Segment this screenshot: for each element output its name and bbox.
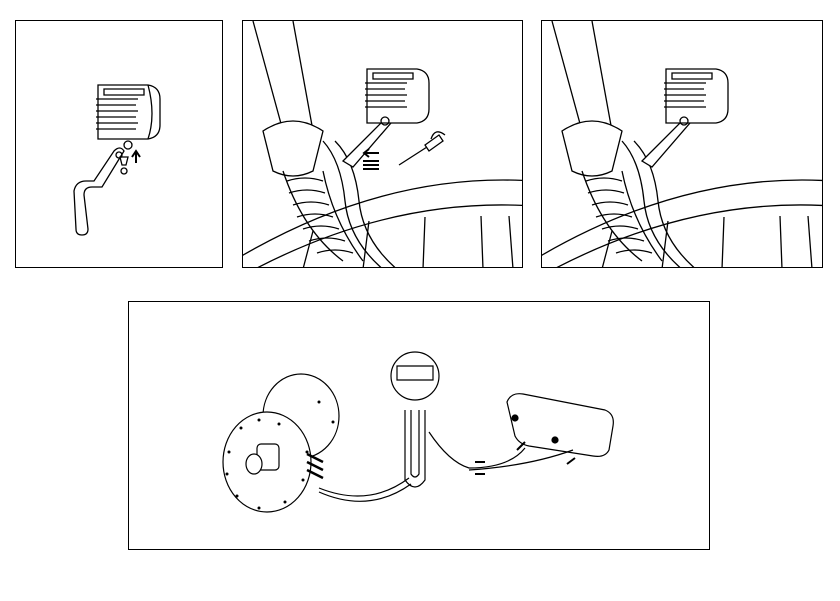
panel-lamp-exploded	[15, 20, 223, 268]
screw-icon	[363, 161, 379, 169]
wheel-icon	[542, 180, 823, 268]
screwdriver-icon	[399, 132, 445, 165]
screw-nut-icon	[120, 157, 128, 174]
panel-wiring	[128, 301, 710, 550]
panel-attach-bracket	[242, 20, 523, 268]
panel-lamp-mounted	[541, 20, 823, 268]
headlamp-front-icon	[391, 352, 439, 487]
taillight-icon	[507, 394, 613, 457]
headlamp-icon	[96, 85, 160, 149]
wheel-icon	[243, 180, 523, 268]
mounting-bracket-icon	[343, 119, 391, 167]
hub-dynamo-icon	[223, 374, 339, 512]
fork-tube-icon	[253, 21, 399, 268]
mounting-bracket-icon	[642, 119, 690, 167]
headlamp-icon	[664, 69, 728, 125]
wire-icon	[319, 432, 573, 501]
arrow-icon	[307, 454, 323, 478]
headlamp-icon	[365, 69, 429, 125]
arrow-up-icon	[132, 151, 140, 163]
arrow-left-icon	[475, 442, 575, 474]
arrow-left-icon	[364, 149, 379, 157]
mounting-bracket-icon	[74, 148, 124, 235]
fork-tube-icon	[552, 21, 698, 268]
